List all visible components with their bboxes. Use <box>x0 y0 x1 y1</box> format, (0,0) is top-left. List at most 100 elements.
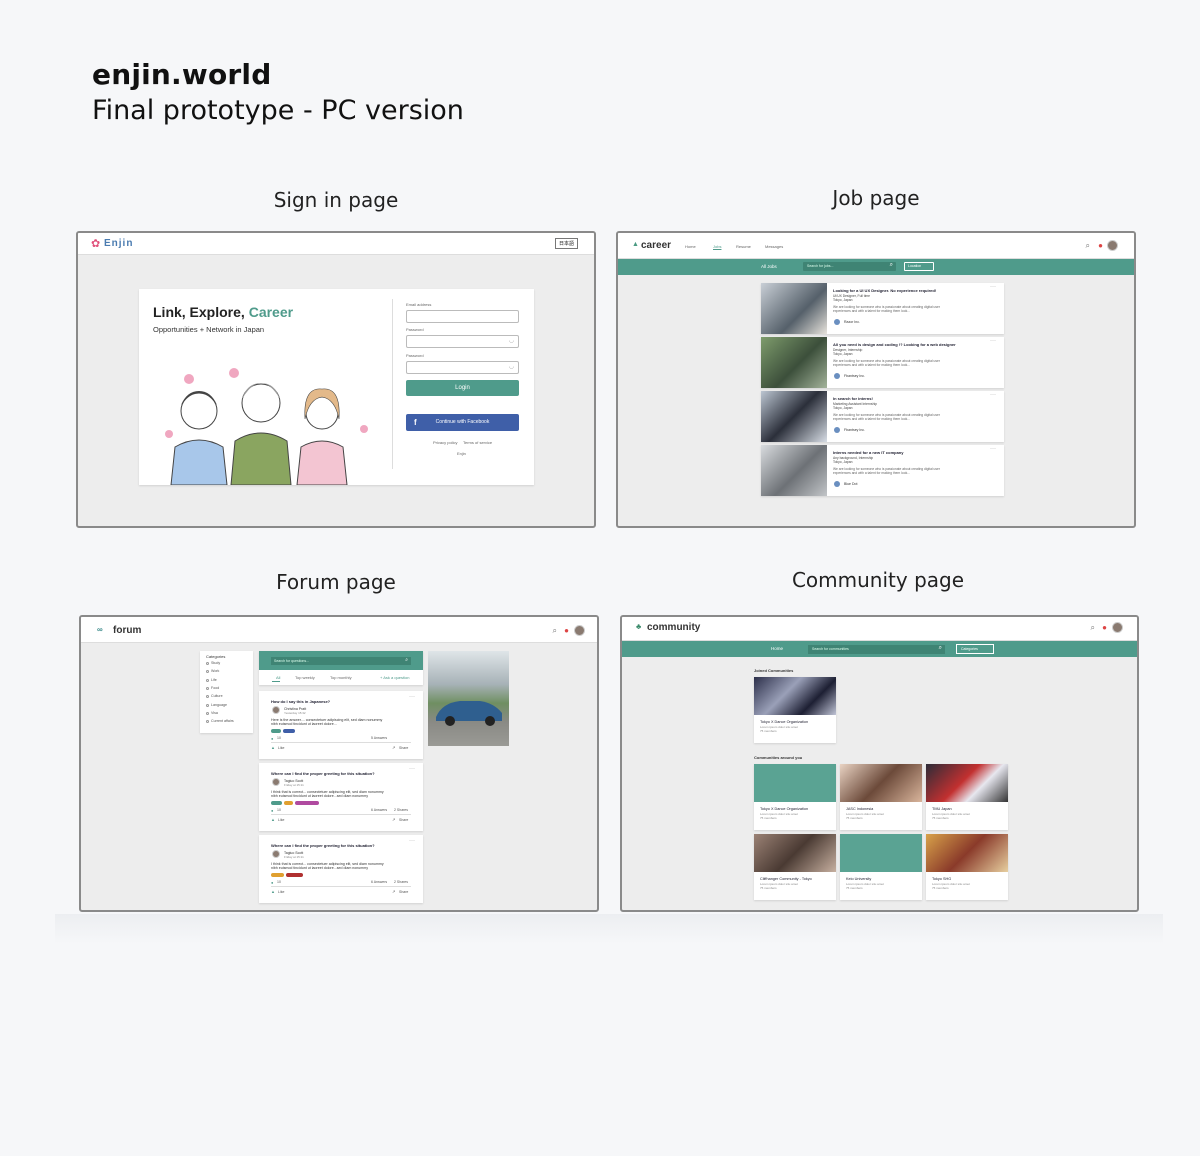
forum-post[interactable]: Where can I find the proper greeting for… <box>259 835 423 903</box>
signin-topbar: ✿ Enjin 日本語 <box>78 233 594 255</box>
job-filterbar: All Jobs Search for jobs... ⌕ Location <box>618 259 1134 275</box>
search-icon[interactable]: ⌕ <box>1090 623 1095 632</box>
forum-post[interactable]: Where can I find the proper greeting for… <box>259 763 423 831</box>
search-icon[interactable]: ⌕ <box>1085 241 1090 250</box>
job-title: In search for interns! <box>833 396 873 401</box>
like-button[interactable]: Like <box>278 890 285 894</box>
community-search-input[interactable]: Search for communities ⌕ <box>808 645 945 654</box>
tag-pill[interactable] <box>284 801 293 805</box>
thumbs-up-icon[interactable]: ▲ <box>271 817 275 822</box>
share-icon[interactable]: ↗ <box>392 889 396 894</box>
share-icon[interactable]: ↗ <box>392 745 396 750</box>
more-icon[interactable]: ··· <box>409 838 415 844</box>
company-logo-icon <box>834 481 840 487</box>
more-icon[interactable]: ··· <box>409 694 415 700</box>
nav-resume[interactable]: Resume <box>736 244 751 249</box>
location-dropdown[interactable]: Location <box>904 262 934 271</box>
tag-pill[interactable] <box>271 801 282 805</box>
nav-jobs[interactable]: Jobs <box>713 244 722 249</box>
bell-icon[interactable]: ● <box>1098 241 1103 250</box>
more-icon[interactable]: ··· <box>990 392 996 398</box>
email-label: Email address <box>406 302 432 307</box>
community-photo <box>840 834 922 872</box>
job-card[interactable]: All you need is design and coding !? Loo… <box>761 337 1004 388</box>
nav-messages[interactable]: Messages <box>765 244 784 249</box>
search-icon[interactable]: ⌕ <box>552 626 557 635</box>
community-name: TMU Japan <box>932 807 952 811</box>
bell-icon[interactable]: ● <box>564 626 569 635</box>
radio-icon[interactable] <box>206 670 209 674</box>
tag-pill[interactable] <box>295 801 319 805</box>
avatar[interactable] <box>574 625 585 636</box>
more-icon[interactable]: ··· <box>990 338 996 344</box>
lang-button[interactable]: 日本語 <box>554 238 578 249</box>
career-logo-icon: ▲ <box>632 241 639 248</box>
email-field[interactable] <box>406 310 519 323</box>
share-button[interactable]: Share <box>399 818 409 822</box>
shadow-floor <box>55 914 1163 944</box>
radio-icon[interactable] <box>206 662 209 665</box>
like-button[interactable]: Like <box>278 818 285 822</box>
password2-field[interactable]: ◡ <box>406 361 519 374</box>
search-icon[interactable]: ⌕ <box>938 645 942 651</box>
tab-top-monthly[interactable]: Top monthly <box>330 675 352 680</box>
all-jobs-dropdown[interactable]: All Jobs <box>761 264 777 269</box>
tab-all[interactable]: All <box>276 675 281 680</box>
tag-pill[interactable] <box>286 873 303 877</box>
ask-question-button[interactable]: + Ask a question <box>380 675 410 680</box>
password-field[interactable]: ◡ <box>406 335 519 348</box>
forum-search-input[interactable]: Search for questions... ⌕ <box>271 657 411 665</box>
eye-icon[interactable]: ◡ <box>508 338 514 344</box>
radio-icon[interactable] <box>206 703 209 707</box>
car-ad-image[interactable] <box>428 651 509 746</box>
bell-icon[interactable]: ● <box>1102 623 1107 632</box>
facebook-button[interactable]: f Continue with Facebook <box>406 414 519 431</box>
job-card[interactable]: In search for interns!Marketing Assistan… <box>761 391 1004 442</box>
share-icon[interactable]: ↗ <box>392 817 396 822</box>
login-button[interactable]: Login <box>406 380 519 396</box>
community-photo <box>754 834 836 872</box>
job-search-input[interactable]: Search for jobs... ⌕ <box>803 262 896 271</box>
more-icon[interactable]: ··· <box>990 446 996 452</box>
thumbs-up-icon[interactable]: ▲ <box>271 889 275 894</box>
privacy-link[interactable]: Privacy policy <box>433 440 458 445</box>
facebook-icon: f <box>414 418 417 427</box>
community-name: Cliffhanger Community - Tokyo <box>760 877 812 881</box>
more-icon[interactable]: ··· <box>409 766 415 772</box>
nav-home[interactable]: Home <box>685 244 696 249</box>
share-button[interactable]: Share <box>399 746 409 750</box>
share-button[interactable]: Share <box>399 890 409 894</box>
terms-link[interactable]: Terms of service <box>463 440 493 445</box>
like-button[interactable]: Like <box>278 746 285 750</box>
categories-dropdown[interactable]: Categories <box>956 644 994 654</box>
thumbs-up-icon[interactable]: ▲ <box>271 745 275 750</box>
radio-icon[interactable] <box>206 686 209 690</box>
tab-top-weekly[interactable]: Top weekly <box>295 675 315 680</box>
search-icon[interactable]: ⌕ <box>405 657 408 663</box>
tag-pill[interactable] <box>271 729 281 733</box>
radio-icon[interactable] <box>206 695 209 699</box>
tag-pill[interactable] <box>283 729 295 733</box>
job-card[interactable]: Looking for a UI UX Designer. No experie… <box>761 283 1004 334</box>
eye-icon[interactable]: ◡ <box>508 364 514 370</box>
avatar[interactable] <box>1107 240 1118 251</box>
forum-post[interactable]: How do I say this in Japanese?Christina … <box>259 691 423 759</box>
post-body: nibh euismod tincidunt ut laoreet dolore… <box>271 866 369 870</box>
more-icon[interactable]: ··· <box>990 284 996 290</box>
tag-pill[interactable] <box>271 873 284 877</box>
radio-icon[interactable] <box>206 720 209 724</box>
community-photo <box>754 764 836 802</box>
radio-icon[interactable] <box>206 711 209 715</box>
radio-icon[interactable] <box>206 678 209 682</box>
avatar[interactable] <box>1112 622 1123 633</box>
search-icon[interactable]: ⌕ <box>889 262 893 268</box>
home-dropdown[interactable]: Home <box>771 646 784 651</box>
